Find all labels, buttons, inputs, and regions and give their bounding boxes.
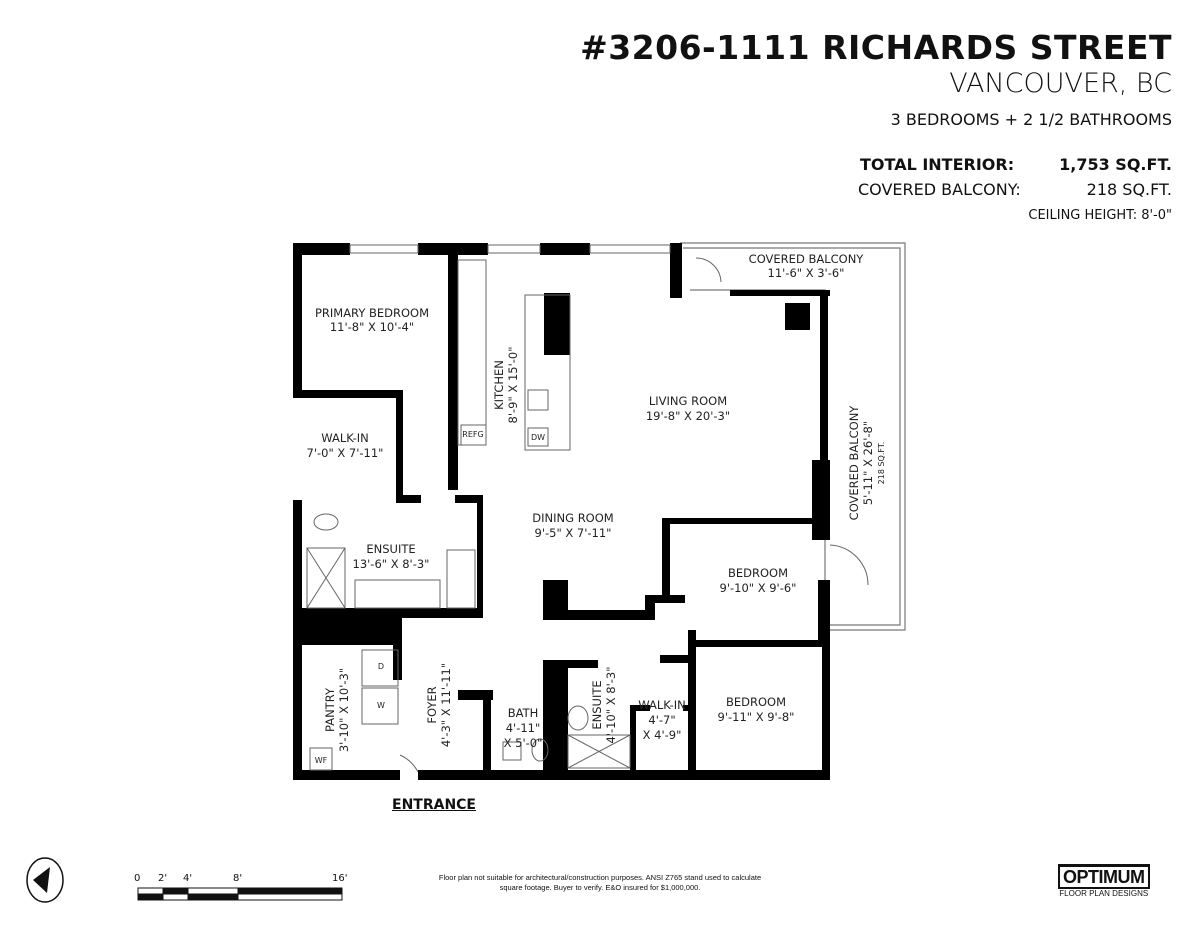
svg-text:3'-10" X 10'-3": 3'-10" X 10'-3": [337, 668, 351, 752]
covered-balcony-label: COVERED BALCONY:: [858, 180, 1021, 199]
room-ensuite-2: ENSUITE 4'-10" X 8'-3": [590, 667, 618, 744]
svg-text:FOYER: FOYER: [425, 686, 439, 723]
svg-text:4'-7": 4'-7": [648, 713, 675, 727]
property-address: #3206-1111 RICHARDS STREET: [580, 28, 1172, 67]
room-living-room: LIVING ROOM 19'-8" X 20'-3": [646, 394, 730, 423]
svg-text:5'-11" X 26'-8": 5'-11" X 26'-8": [861, 421, 875, 505]
room-pantry: PANTRY 3'-10" X 10'-3": [323, 668, 351, 752]
scale-tick: 0: [134, 873, 141, 884]
svg-text:7'-0" X 7'-11": 7'-0" X 7'-11": [307, 446, 384, 460]
washer-label: W: [377, 701, 385, 710]
optimum-logo: OPTIMUM FLOOR PLAN DESIGNS: [1058, 864, 1150, 898]
fixtures: [306, 244, 869, 773]
svg-text:WALK-IN: WALK-IN: [638, 698, 686, 712]
svg-text:4'-10" X 8'-3": 4'-10" X 8'-3": [604, 667, 618, 744]
svg-text:LIVING ROOM: LIVING ROOM: [649, 394, 727, 408]
svg-text:BEDROOM: BEDROOM: [728, 566, 788, 580]
svg-text:8'-9" X 15'-0": 8'-9" X 15'-0": [506, 347, 520, 424]
svg-text:11'-8" X 10'-4": 11'-8" X 10'-4": [330, 320, 414, 334]
room-bedroom-3: BEDROOM 9'-11" X 9'-8": [718, 695, 795, 724]
room-balcony-side: COVERED BALCONY 5'-11" X 26'-8" 218 SQ.F…: [847, 405, 886, 521]
svg-text:PRIMARY BEDROOM: PRIMARY BEDROOM: [315, 306, 429, 320]
svg-text:13'-6" X 8'-3": 13'-6" X 8'-3": [353, 557, 430, 571]
refrigerator-label: REFG: [462, 430, 483, 439]
room-balcony-top: COVERED BALCONY 11'-6" X 3'-6": [749, 252, 865, 280]
scale-tick: 16': [332, 873, 348, 884]
dryer-label: D: [378, 662, 384, 671]
north-arrow-icon: [26, 857, 64, 903]
room-kitchen: KITCHEN 8'-9" X 15'-0": [492, 347, 520, 424]
svg-text:PANTRY: PANTRY: [323, 687, 337, 732]
svg-text:9'-11" X 9'-8": 9'-11" X 9'-8": [718, 710, 795, 724]
svg-text:19'-8" X 20'-3": 19'-8" X 20'-3": [646, 409, 730, 423]
rooms-summary: 3 BEDROOMS + 2 1/2 BATHROOMS: [890, 110, 1172, 129]
scale-tick: 8': [233, 873, 243, 884]
svg-text:9'-10" X 9'-6": 9'-10" X 9'-6": [720, 581, 797, 595]
scale-tick: 2': [158, 873, 168, 884]
entrance-label: ENTRANCE: [392, 797, 476, 813]
svg-text:11'-6" X 3'-6": 11'-6" X 3'-6": [768, 266, 845, 280]
svg-text:4'-3" X 11'-11": 4'-3" X 11'-11": [439, 663, 453, 747]
ceiling-height: CEILING HEIGHT: 8'-0": [1028, 208, 1172, 223]
svg-text:X 5'-0": X 5'-0": [504, 736, 543, 750]
svg-text:KITCHEN: KITCHEN: [492, 360, 506, 410]
svg-text:ENSUITE: ENSUITE: [590, 680, 604, 729]
svg-text:BEDROOM: BEDROOM: [726, 695, 786, 709]
dishwasher-label: DW: [531, 433, 545, 442]
logo-name: OPTIMUM: [1058, 864, 1150, 889]
room-ensuite-primary: ENSUITE 13'-6" X 8'-3": [353, 542, 430, 571]
scale-tick: 4': [183, 873, 193, 884]
svg-text:WALK-IN: WALK-IN: [321, 431, 369, 445]
disclaimer: Floor plan not suitable for architectura…: [438, 873, 762, 892]
svg-text:COVERED BALCONY: COVERED BALCONY: [847, 405, 861, 521]
svg-text:218 SQ.FT.: 218 SQ.FT.: [877, 442, 886, 485]
property-city: VANCOUVER, BC: [949, 68, 1172, 99]
scale-bar: [137, 887, 343, 901]
svg-text:9'-5" X 7'-11": 9'-5" X 7'-11": [535, 526, 612, 540]
room-walk-in-primary: WALK-IN 7'-0" X 7'-11": [307, 431, 384, 460]
room-dining-room: DINING ROOM 9'-5" X 7'-11": [532, 511, 613, 540]
room-primary-bedroom: PRIMARY BEDROOM 11'-8" X 10'-4": [315, 306, 429, 334]
svg-text:BATH: BATH: [508, 706, 539, 720]
room-foyer: FOYER 4'-3" X 11'-11": [425, 663, 453, 747]
total-interior-label: TOTAL INTERIOR:: [860, 155, 1015, 174]
water-filter-label: WF: [315, 756, 328, 765]
logo-tagline: FLOOR PLAN DESIGNS: [1059, 889, 1149, 898]
room-bath: BATH 4'-11" X 5'-0": [504, 706, 543, 750]
svg-text:X 4'-9": X 4'-9": [643, 728, 682, 742]
room-bedroom-2: BEDROOM 9'-10" X 9'-6": [720, 566, 797, 595]
total-interior-value: 1,753 SQ.FT.: [1059, 155, 1172, 174]
svg-text:4'-11": 4'-11": [506, 721, 541, 735]
svg-text:COVERED BALCONY: COVERED BALCONY: [749, 252, 865, 266]
room-walk-in-2: WALK-IN 4'-7" X 4'-9": [638, 698, 686, 742]
svg-text:DINING ROOM: DINING ROOM: [532, 511, 613, 525]
svg-text:ENSUITE: ENSUITE: [366, 542, 415, 556]
covered-balcony-value: 218 SQ.FT.: [1086, 180, 1172, 199]
